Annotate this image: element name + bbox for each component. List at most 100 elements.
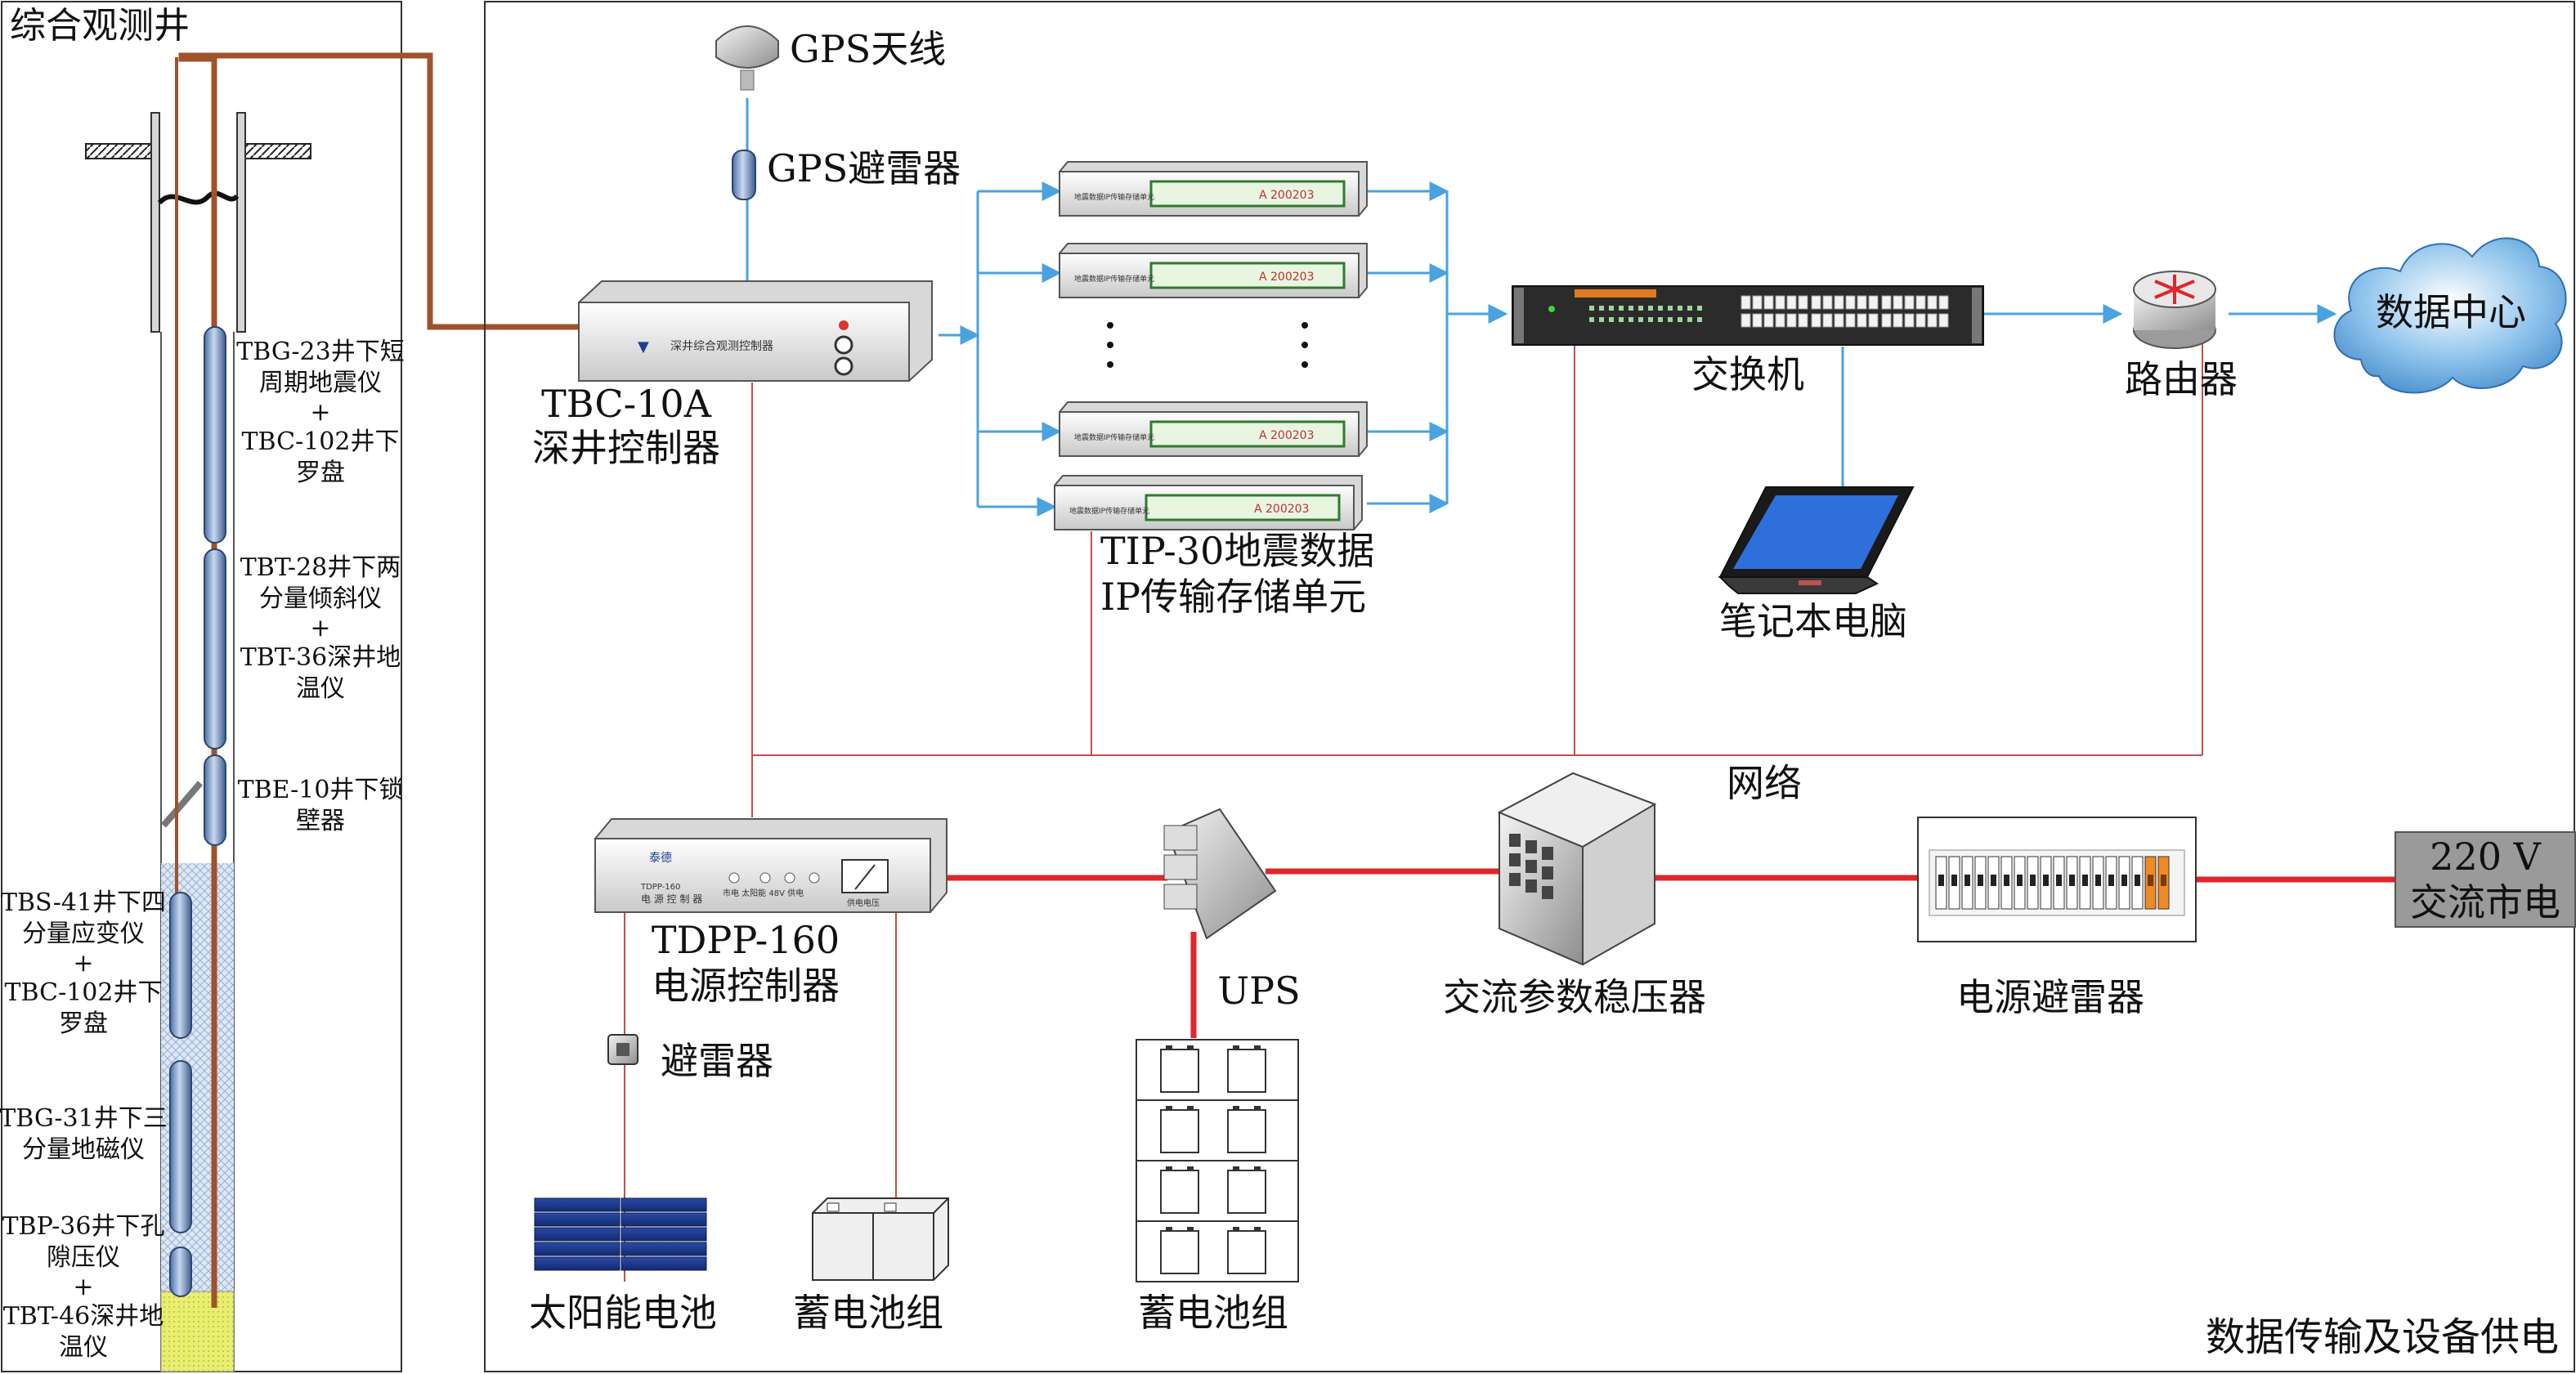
instrument-pipe-2 [204,548,226,750]
battery-terminal [1187,1166,1194,1170]
solar-cell [534,1256,620,1271]
ups[interactable]: UPS [1163,808,1301,1013]
battery-terminal [1187,1227,1194,1231]
tbc-controller-face: 深井综合观测控制器 [670,340,773,353]
laptop-label: 笔记本电脑 [1719,599,1907,643]
switch-led [1638,317,1643,322]
switch-port [1904,313,1915,328]
network-label: 网络 [1727,761,1802,805]
solar-cell [620,1242,707,1256]
router[interactable]: 路由器 [2125,271,2238,401]
battery-terminal [1166,1166,1172,1170]
battery-pack-1-label: 蓄电池组 [793,1291,943,1335]
battery-terminal [1233,1166,1239,1170]
breaker-switch [2095,875,2101,886]
mains-supply[interactable]: 220 V 交流市电 [2395,831,2576,928]
instrument-pipe-6 [169,1246,192,1297]
well-cable [178,52,579,1308]
voltage-stabilizer[interactable]: 交流参数稳压器 [1443,772,1706,1019]
ground-plate-left [85,143,152,159]
breaker-switch [1978,875,1983,886]
battery-terminal [1254,1227,1261,1231]
tip-unit-3[interactable]: A 200203 地震数据IP传输存储单元 [1059,401,1368,457]
switch-led [1599,306,1604,311]
system-panel-frame [484,1,2575,1372]
battery-terminal [1233,1045,1239,1050]
solar-cell [620,1212,707,1227]
ups-label: UPS [1217,969,1300,1013]
battery-terminal [1233,1227,1239,1231]
tip-unit-3-display [1149,420,1346,448]
gps-antenna[interactable]: GPS天线 [715,25,946,91]
switch-port [1915,295,1926,310]
network-switch[interactable]: 交换机 [1512,285,1984,396]
breaker-switch [2121,875,2127,886]
system-panel: 数据传输及设备供电 [484,1,2576,1372]
switch-ports [1589,295,1949,328]
laptop[interactable]: 笔记本电脑 [1718,486,1915,643]
power-controller-label-2: 电源控制器 [652,964,840,1008]
solar-cell [534,1242,620,1256]
gps-arrester[interactable]: GPS避雷器 [732,146,961,200]
switch-port [1857,295,1867,310]
switch-led [1619,306,1624,311]
battery-terminal [1233,1106,1239,1110]
power-controller[interactable]: 泰德 TDPP-160 电 源 控 制 器 市电 太阳能 48V 供电 供电电压… [594,818,948,1008]
instrument-label-1-line-5: 罗盘 [296,459,345,487]
arrester-label: 避雷器 [661,1039,773,1083]
power-arrester[interactable]: 电源避雷器 [1917,817,2197,1019]
breaker-switch [1951,875,1957,886]
solar-battery[interactable]: 太阳能电池 [529,1197,717,1335]
power-controller-indicators: 市电 太阳能 48V 供电 [723,888,804,898]
switch-led [1687,306,1692,311]
battery-cell [1227,1049,1266,1093]
battery-pack-1-icon [812,1197,949,1281]
tip-unit-2-face: 地震数据IP传输存储单元 [1074,274,1154,284]
arrester[interactable]: 避雷器 [607,1034,773,1083]
breaker-switch [2030,875,2036,886]
switch-port [1775,313,1785,328]
gps-arrester-icon [732,150,756,200]
solar-cell [620,1256,707,1271]
data-center-label: 数据中心 [2376,290,2526,334]
switch-port [1798,313,1808,328]
system-panel-title: 数据传输及设备供电 [2206,1314,2559,1360]
tip-unit-4[interactable]: A 200203 地震数据IP传输存储单元 [1054,475,1363,530]
lock-wall-arm [160,781,204,828]
switch-port [1868,313,1879,328]
tip-unit-1[interactable]: A 200203 地震数据IP传输存储单元 [1059,161,1368,217]
tip-unit-2-display-text: A 200203 [1259,271,1314,284]
data-center-cloud[interactable]: 数据中心 [2333,237,2567,394]
battery-terminal [1254,1166,1261,1170]
tip-unit-2[interactable]: A 200203 地震数据IP传输存储单元 [1059,243,1368,298]
power-controller-brand: 泰德 [649,852,672,865]
tip-unit-ellipsis [1107,322,1308,368]
instrument-label-1-line-4: TBC-102井下 [242,427,400,456]
switch-port [1786,295,1797,310]
battery-terminal [1166,1106,1172,1110]
well-panel: 综合观测井 TBG-23井下短 周期地震仪 + TBC-102井下 罗 [0,1,579,1372]
switch-port [1868,295,1879,310]
breaker-switch [2082,875,2088,886]
solar-cell [620,1197,707,1212]
voltage-meter-icon [841,859,889,893]
switch-port [1845,295,1856,310]
ground-plate-right [244,143,311,159]
tbc-controller[interactable]: 深井综合观测控制器 ▼ TBC-10A 深井控制器 [532,280,933,470]
battery-cell [1227,1230,1266,1274]
solar-cell [534,1212,620,1227]
breaker-row-icon [1935,856,2170,910]
battery-cell [1160,1109,1199,1153]
switch-port [1915,313,1926,328]
breaker-switch [1938,875,1944,886]
breaker-switch [2056,875,2062,886]
switch-led [1678,306,1682,311]
battery-pack-1[interactable]: 蓄电池组 [793,1197,949,1335]
battery-pack-2[interactable]: 蓄电池组 [1136,1039,1299,1335]
switch-label: 交换机 [1691,352,1804,396]
switch-port [1822,313,1833,328]
breaker-switch [2043,875,2049,886]
switch-port [1938,295,1949,310]
battery-rack-icon [1136,1039,1299,1282]
